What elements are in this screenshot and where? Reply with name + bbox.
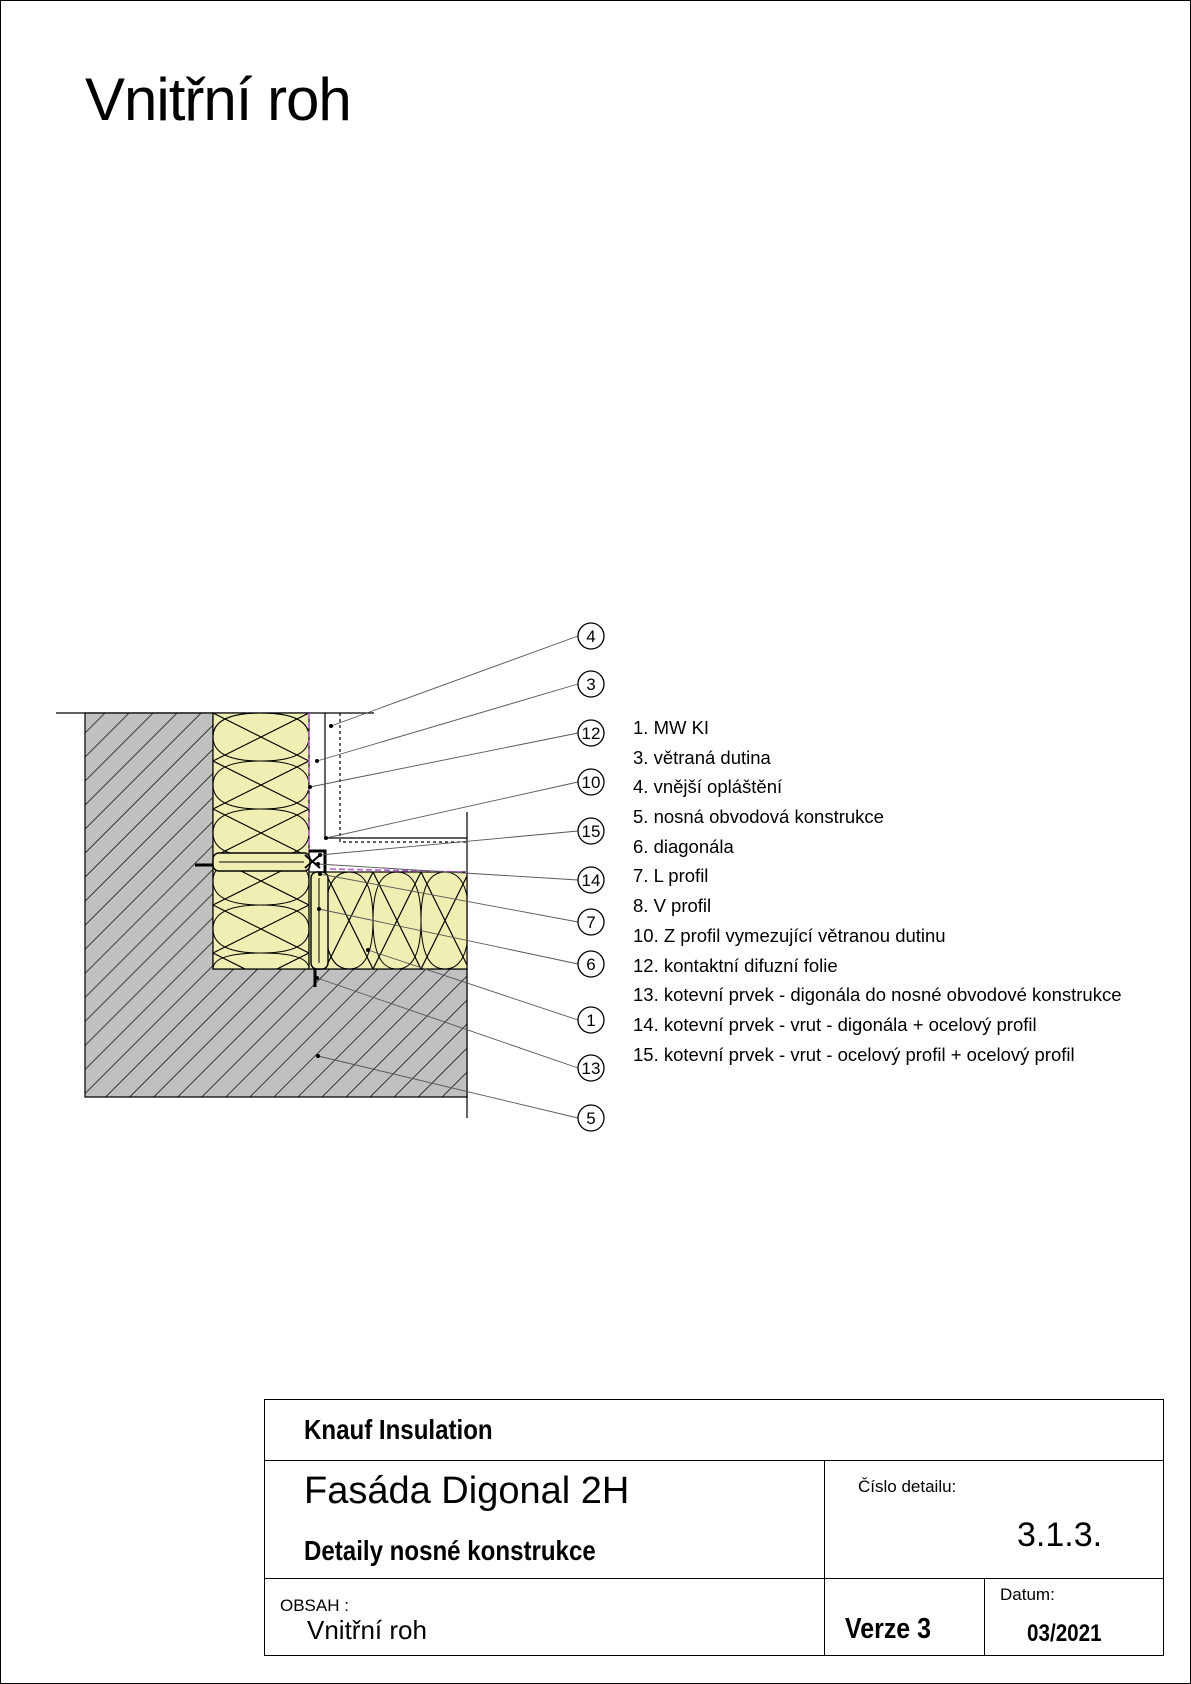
callout-label: 3 bbox=[586, 675, 595, 694]
insulation-bottom bbox=[308, 871, 468, 970]
callout-label: 13 bbox=[582, 1059, 601, 1078]
legend-item: 15. kotevní prvek - vrut - ocelový profi… bbox=[633, 1043, 1075, 1065]
legend-item: 8. V profil bbox=[633, 895, 712, 917]
legend-item: 7. L profil bbox=[633, 865, 709, 887]
callout-13: 13 bbox=[577, 1054, 605, 1082]
legend-item: 14. kotevní prvek - vrut - digonála + oc… bbox=[633, 1013, 1037, 1035]
diffusion-foil bbox=[308, 713, 468, 873]
company-name: Knauf Insulation bbox=[304, 1414, 493, 1445]
callout-12: 12 bbox=[577, 719, 605, 747]
callout-circles: 4 3 12 10 15 14 7 6 1 13 5 bbox=[577, 622, 605, 1132]
project-subtitle: Detaily nosné konstrukce bbox=[304, 1535, 596, 1566]
legend-item: 10. Z profil vymezující větranou dutinu bbox=[633, 924, 946, 946]
detail-number: 3.1.3. bbox=[1017, 1516, 1103, 1554]
content-label: OBSAH : bbox=[280, 1596, 349, 1615]
legend-item: 6. diagonála bbox=[633, 835, 734, 857]
legend-item: 1. MW KI bbox=[633, 717, 710, 738]
legend-list: 1. MW KI 3. větraná dutina 4. vnější opl… bbox=[633, 713, 1122, 1069]
legend-item: 5. nosná obvodová konstrukce bbox=[633, 806, 884, 828]
l-profile bbox=[309, 849, 327, 872]
callout-label: 10 bbox=[582, 773, 601, 792]
project-name: Fasáda Digonal 2H bbox=[304, 1470, 630, 1512]
callout-label: 1 bbox=[586, 1011, 595, 1030]
callout-label: 6 bbox=[586, 955, 595, 974]
title-block bbox=[264, 1399, 1164, 1656]
legend-item: 4. vnější opláštění bbox=[633, 776, 783, 798]
version: Verze 3 bbox=[845, 1613, 931, 1645]
title-block-row-divider-1 bbox=[264, 1460, 1164, 1461]
callout-10: 10 bbox=[577, 768, 605, 796]
detail-number-label: Číslo detailu: bbox=[858, 1477, 957, 1496]
callout-3: 3 bbox=[577, 670, 605, 698]
callout-1: 1 bbox=[577, 1006, 605, 1034]
callout-label: 7 bbox=[586, 913, 595, 932]
legend-item: 12. kontaktní difuzní folie bbox=[633, 954, 838, 976]
callout-15: 15 bbox=[577, 817, 605, 845]
z-profile bbox=[324, 713, 467, 839]
callout-6: 6 bbox=[577, 950, 605, 978]
callout-14: 14 bbox=[577, 866, 605, 894]
callout-7: 7 bbox=[577, 908, 605, 936]
content-value: Vnitřní roh bbox=[307, 1615, 427, 1645]
page-title: Vnitřní roh bbox=[85, 66, 352, 133]
insulation-left bbox=[212, 712, 310, 970]
title-block-col-divider-1 bbox=[824, 1460, 825, 1656]
title-block-col-divider-2 bbox=[984, 1578, 985, 1656]
cavity-boundary bbox=[339, 713, 467, 843]
callout-5: 5 bbox=[577, 1104, 605, 1132]
leader-lines bbox=[309, 635, 579, 1119]
title-block-row-divider-2 bbox=[264, 1578, 1164, 1579]
date-label: Datum: bbox=[1000, 1585, 1055, 1604]
callout-label: 12 bbox=[582, 724, 601, 743]
legend-item: 13. kotevní prvek - digonála do nosné ob… bbox=[633, 984, 1122, 1006]
callout-label: 15 bbox=[582, 822, 601, 841]
legend-item: 3. větraná dutina bbox=[633, 746, 771, 768]
leader-dots bbox=[308, 724, 370, 1058]
callout-label: 14 bbox=[582, 871, 601, 890]
callout-label: 4 bbox=[586, 627, 595, 646]
date-value: 03/2021 bbox=[1027, 1620, 1102, 1647]
callout-label: 5 bbox=[586, 1109, 595, 1128]
callout-4: 4 bbox=[577, 622, 605, 650]
